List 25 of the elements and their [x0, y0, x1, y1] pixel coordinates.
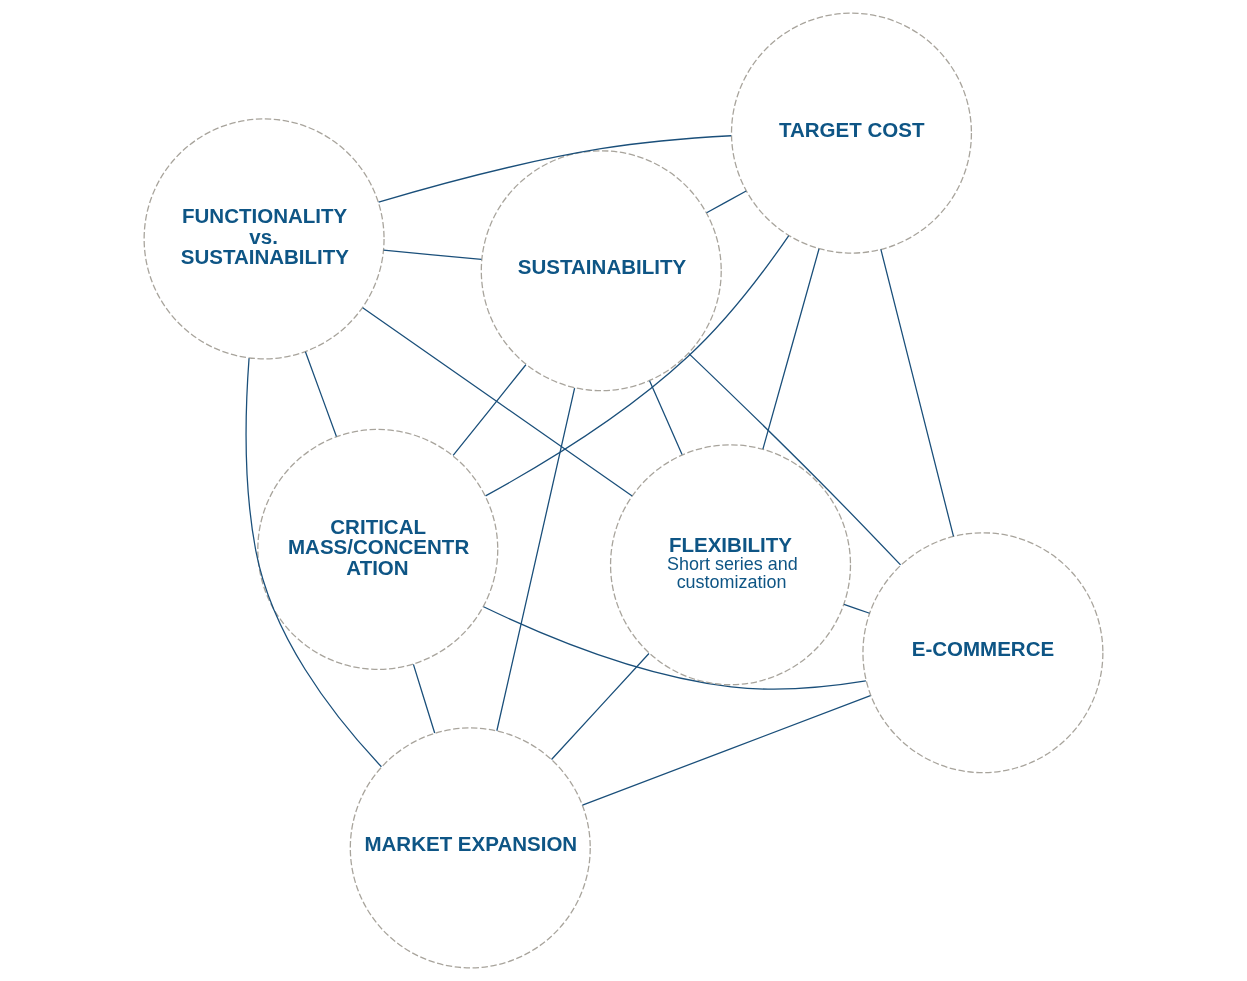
connector	[412, 663, 436, 734]
connector	[706, 190, 747, 214]
connector	[843, 603, 871, 614]
node-circle: E-COMMERCE	[862, 532, 1104, 774]
node-circle: FLEXIBILITY Short series and customization	[609, 444, 852, 686]
node-circle: MARKET EXPANSION	[349, 727, 591, 969]
connector	[382, 249, 483, 261]
connector	[648, 380, 683, 456]
connector	[496, 387, 576, 732]
connector	[762, 248, 820, 450]
connector	[452, 364, 527, 457]
connector	[688, 353, 902, 566]
connector	[378, 135, 732, 203]
connector	[581, 694, 872, 806]
node-circle: CRITICAL MASS/CONCENTR ATION	[257, 428, 499, 670]
node-circle: SUSTAINABILITY	[480, 150, 722, 392]
connector	[880, 248, 955, 538]
connector	[362, 307, 633, 497]
connector	[550, 652, 650, 761]
connector	[245, 357, 383, 768]
node-circle: TARGET COST	[730, 12, 973, 254]
node-circle: FUNCTIONALITY vs. SUSTAINABILITY	[143, 118, 385, 360]
connector	[482, 606, 867, 690]
connector	[304, 351, 338, 438]
connector	[484, 234, 790, 497]
